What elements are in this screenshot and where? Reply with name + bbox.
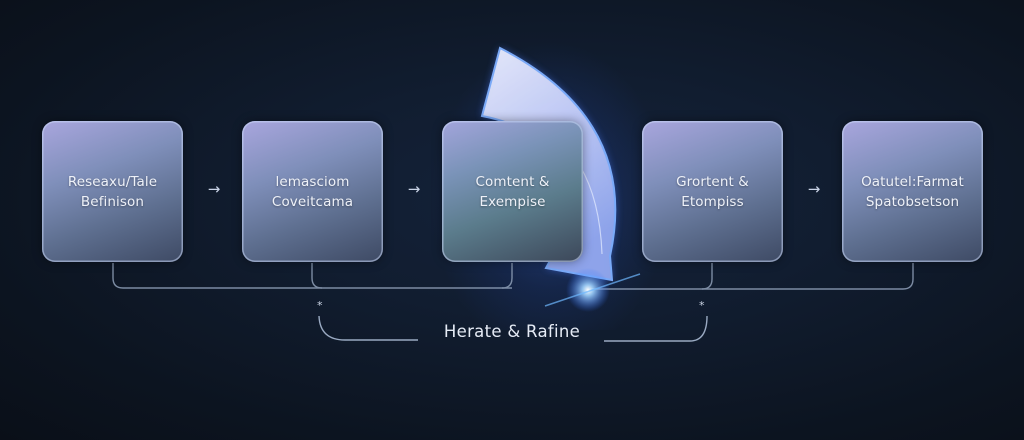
step-label: Oatutel:Farmat Spatobsetson [861, 172, 964, 212]
arrow-right-icon: → [407, 180, 421, 198]
arrow-right-icon: → [207, 180, 221, 198]
loop-marker-icon: * [699, 299, 705, 312]
step-label: Reseaxu/Tale Befinison [68, 172, 157, 212]
step-box-3[interactable]: Comtent & Exempise [442, 121, 583, 262]
step-label: lemasciom Coveitcama [272, 172, 353, 212]
step-label-line1: Comtent & [475, 173, 550, 190]
step-label-line1: Grortent & [676, 173, 749, 190]
step-box-2[interactable]: lemasciom Coveitcama [242, 121, 383, 262]
step-box-4[interactable]: Grortent & Etompiss [642, 121, 783, 262]
step-label-line2: Coveitcama [271, 193, 354, 210]
connector-lines-left [112, 263, 513, 289]
connector-lines-right [590, 263, 914, 290]
step-label-line2: Exempise [479, 193, 546, 210]
step-label: Comtent & Exempise [475, 172, 549, 212]
step-box-1[interactable]: Reseaxu/Tale Befinison [42, 121, 183, 262]
step-box-5[interactable]: Oatutel:Farmat Spatobsetson [842, 121, 983, 262]
arrow-right-icon: → [807, 180, 821, 198]
step-label: Grortent & Etompiss [676, 172, 749, 212]
step-label-line2: Etompiss [681, 193, 744, 210]
step-label-line2: Befinison [80, 193, 145, 210]
feedback-loop-label: Herate & Rafine [443, 322, 581, 341]
loop-marker-icon: * [317, 299, 323, 312]
step-label-line1: Oatutel:Farmat [861, 173, 964, 190]
feedback-loop-brackets [318, 315, 708, 342]
step-label-line1: Reseaxu/Tale [67, 173, 158, 190]
step-label-line2: Spatobsetson [865, 193, 960, 210]
step-label-line1: lemasciom [275, 173, 350, 190]
